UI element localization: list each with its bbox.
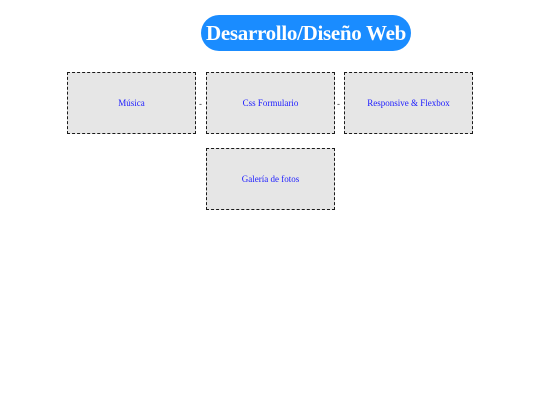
card-link-css-formulario[interactable]: Css Formulario bbox=[206, 72, 335, 134]
separator-dash: - bbox=[199, 99, 202, 109]
card-label: Galería de fotos bbox=[241, 174, 300, 184]
card-label: Música bbox=[118, 98, 145, 108]
card-link-musica[interactable]: Música bbox=[67, 72, 196, 134]
card-label: Css Formulario bbox=[242, 98, 299, 108]
card-link-galeria-fotos[interactable]: Galería de fotos bbox=[206, 148, 335, 210]
page-title: Desarrollo/Diseño Web bbox=[201, 15, 411, 51]
separator-dash: - bbox=[337, 99, 340, 109]
card-label: Responsive & Flexbox bbox=[367, 98, 450, 108]
card-link-responsive-flexbox[interactable]: Responsive & Flexbox bbox=[344, 72, 473, 134]
